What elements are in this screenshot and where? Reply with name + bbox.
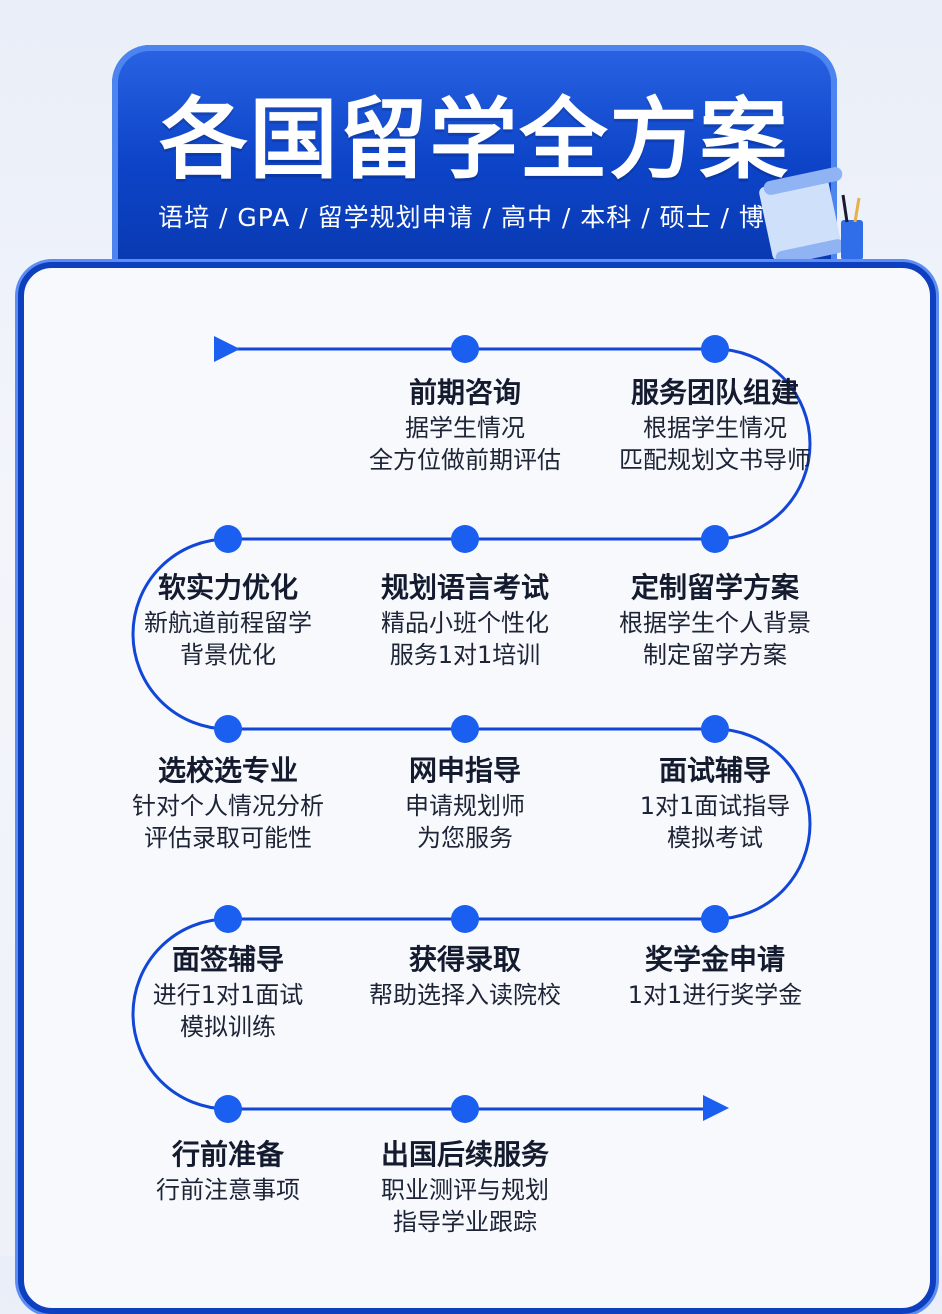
step-dot	[451, 715, 479, 743]
step-dot	[214, 715, 242, 743]
step-title: 选校选专业	[157, 754, 298, 787]
step-desc: 针对个人情况分析	[132, 792, 324, 820]
step-desc: 进行1对1面试	[152, 981, 304, 1009]
step-scholarship: 奖学金申请 1对1进行奖学金	[570, 941, 860, 1011]
start-arrow-icon	[214, 336, 240, 362]
step-desc: 据学生情况	[405, 414, 525, 442]
step-desc: 匹配规划文书导师	[619, 446, 811, 474]
step-team: 服务团队组建 根据学生情况 匹配规划文书导师	[570, 374, 860, 476]
step-desc: 行前注意事项	[156, 1176, 300, 1204]
step-dot	[214, 905, 242, 933]
step-desc: 指导学业跟踪	[393, 1208, 537, 1236]
step-dot	[451, 1095, 479, 1123]
step-desc: 职业测评与规划	[381, 1176, 549, 1204]
step-desc: 为您服务	[417, 824, 513, 852]
step-desc: 模拟考试	[667, 824, 763, 852]
step-title: 出国后续服务	[380, 1138, 549, 1171]
step-desc: 制定留学方案	[643, 641, 787, 669]
end-arrow-icon	[703, 1095, 729, 1121]
step-desc: 新航道前程留学	[144, 609, 312, 637]
step-desc: 根据学生个人背景	[619, 609, 811, 637]
step-title: 行前准备	[171, 1138, 284, 1171]
step-title: 奖学金申请	[644, 943, 785, 976]
steps-card	[18, 262, 936, 1314]
step-dot	[451, 905, 479, 933]
step-desc: 背景优化	[180, 641, 276, 669]
step-departure: 行前准备 行前注意事项	[83, 1136, 373, 1206]
step-title: 软实力优化	[157, 571, 298, 604]
step-title: 面签辅导	[171, 943, 284, 976]
step-desc: 服务1对1培训	[389, 641, 541, 669]
step-title: 服务团队组建	[630, 376, 799, 409]
step-visa: 面签辅导 进行1对1面试 模拟训练	[83, 941, 373, 1043]
step-title: 网申指导	[408, 754, 521, 787]
step-desc: 全方位做前期评估	[369, 446, 561, 474]
step-desc: 根据学生情况	[643, 414, 787, 442]
step-desc: 评估录取可能性	[144, 824, 312, 852]
step-soft-skills: 软实力优化 新航道前程留学 背景优化	[83, 569, 373, 671]
step-title: 定制留学方案	[630, 571, 799, 604]
step-dot	[451, 525, 479, 553]
step-desc: 模拟训练	[180, 1013, 276, 1041]
step-school-major: 选校选专业 针对个人情况分析 评估录取可能性	[83, 752, 373, 854]
page-subtitle: 语培 / GPA / 留学规划申请 / 高中 / 本科 / 硕士 / 博士	[158, 203, 791, 232]
step-desc: 1对1面试指导	[639, 792, 791, 820]
step-desc: 精品小班个性化	[381, 609, 549, 637]
step-desc: 申请规划师	[405, 792, 525, 820]
step-dot	[214, 1095, 242, 1123]
step-dot	[701, 525, 729, 553]
step-admission: 获得录取 帮助选择入读院校	[320, 941, 610, 1011]
step-online-application: 网申指导 申请规划师 为您服务	[320, 752, 610, 854]
step-title: 面试辅导	[658, 754, 771, 787]
step-title: 获得录取	[408, 943, 521, 976]
step-desc: 1对1进行奖学金	[627, 981, 803, 1009]
scroll-icon	[759, 167, 863, 265]
step-consultation: 前期咨询 据学生情况 全方位做前期评估	[320, 374, 610, 476]
step-desc: 帮助选择入读院校	[369, 981, 561, 1009]
step-interview: 面试辅导 1对1面试指导 模拟考试	[570, 752, 860, 854]
header-banner	[112, 45, 837, 305]
step-follow-up: 出国后续服务 职业测评与规划 指导学业跟踪	[320, 1136, 610, 1238]
step-title: 前期咨询	[408, 376, 521, 409]
step-dot	[701, 335, 729, 363]
step-dot	[451, 335, 479, 363]
step-dot	[701, 905, 729, 933]
step-title: 规划语言考试	[380, 571, 549, 604]
step-custom-plan: 定制留学方案 根据学生个人背景 制定留学方案	[570, 569, 860, 671]
step-dot	[214, 525, 242, 553]
step-dot	[701, 715, 729, 743]
page-title: 各国留学全方案	[159, 88, 790, 191]
step-language-exam: 规划语言考试 精品小班个性化 服务1对1培训	[320, 569, 610, 671]
